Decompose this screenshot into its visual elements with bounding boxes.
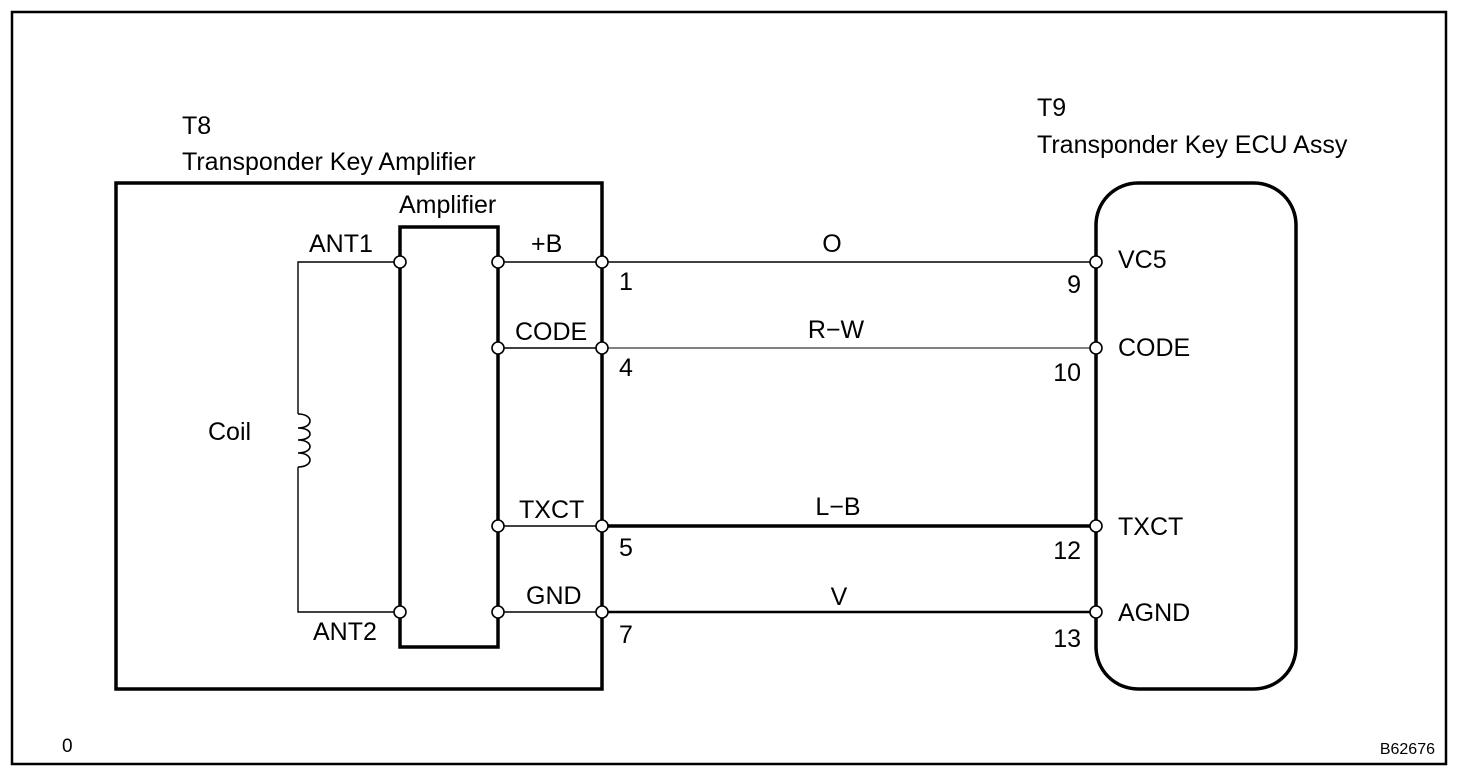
t8-pin-b-name: +B bbox=[531, 230, 562, 258]
t9-pin-9-number: 9 bbox=[1067, 271, 1081, 299]
coil-wire-bottom bbox=[297, 467, 400, 613]
coil-label: Coil bbox=[208, 418, 251, 446]
t8-pin-txct-name: TXCT bbox=[519, 496, 584, 524]
wire-r-w-color: R−W bbox=[808, 316, 865, 344]
t9-pin-vc5-name: VC5 bbox=[1118, 246, 1167, 274]
t8-pin-gnd-name: GND bbox=[526, 582, 582, 610]
corner-note: 0 bbox=[62, 736, 73, 757]
wire-l-b-color: L−B bbox=[815, 493, 860, 521]
t8-box bbox=[114, 181, 604, 691]
t8-terminal-4 bbox=[595, 341, 609, 355]
t9-pin-10-number: 10 bbox=[1053, 359, 1081, 387]
t8-pin-4-number: 4 bbox=[619, 354, 633, 382]
t9-box bbox=[1094, 181, 1298, 691]
wire-o-color: O bbox=[822, 230, 841, 258]
figure-code: B62676 bbox=[1380, 741, 1435, 758]
t9-ref: T9 bbox=[1037, 94, 1066, 122]
t9-pin-12-number: 12 bbox=[1053, 537, 1081, 565]
t8-ref: T8 bbox=[182, 112, 211, 140]
ant2-label: ANT2 bbox=[313, 618, 377, 646]
t8-terminal-5 bbox=[595, 519, 609, 533]
t9-terminal-9 bbox=[1089, 255, 1103, 269]
ant1-label: ANT1 bbox=[309, 230, 373, 258]
t9-terminal-12 bbox=[1089, 519, 1103, 533]
ant1-terminal bbox=[393, 255, 407, 269]
amplifier-label: Amplifier bbox=[399, 191, 496, 219]
t9-pin-txct-name: TXCT bbox=[1118, 513, 1183, 541]
coil-icon bbox=[297, 413, 311, 468]
t8-terminal-7 bbox=[595, 605, 609, 619]
t9-terminal-10 bbox=[1089, 341, 1103, 355]
coil-wire-top bbox=[297, 261, 400, 414]
t8-pin-code-name: CODE bbox=[515, 318, 587, 346]
t8-terminal-1 bbox=[595, 255, 609, 269]
t9-terminal-13 bbox=[1089, 605, 1103, 619]
t9-pin-agnd-name: AGND bbox=[1118, 599, 1190, 627]
amp-terminal-b bbox=[491, 255, 505, 269]
amplifier-block bbox=[398, 225, 500, 649]
t8-pin-1-number: 1 bbox=[619, 268, 633, 296]
t9-pin-code-name: CODE bbox=[1118, 334, 1190, 362]
t8-name: Transponder Key Amplifier bbox=[182, 148, 476, 176]
t9-name: Transponder Key ECU Assy bbox=[1037, 131, 1348, 159]
t8-pin-7-number: 7 bbox=[619, 621, 633, 649]
wire-v-color: V bbox=[831, 583, 848, 611]
t8-pin-5-number: 5 bbox=[619, 534, 633, 562]
amp-terminal-code bbox=[491, 341, 505, 355]
outer-frame bbox=[10, 10, 1448, 766]
amp-terminal-gnd bbox=[491, 605, 505, 619]
ant2-terminal bbox=[393, 605, 407, 619]
amp-terminal-txct bbox=[491, 519, 505, 533]
t9-pin-13-number: 13 bbox=[1053, 625, 1081, 653]
